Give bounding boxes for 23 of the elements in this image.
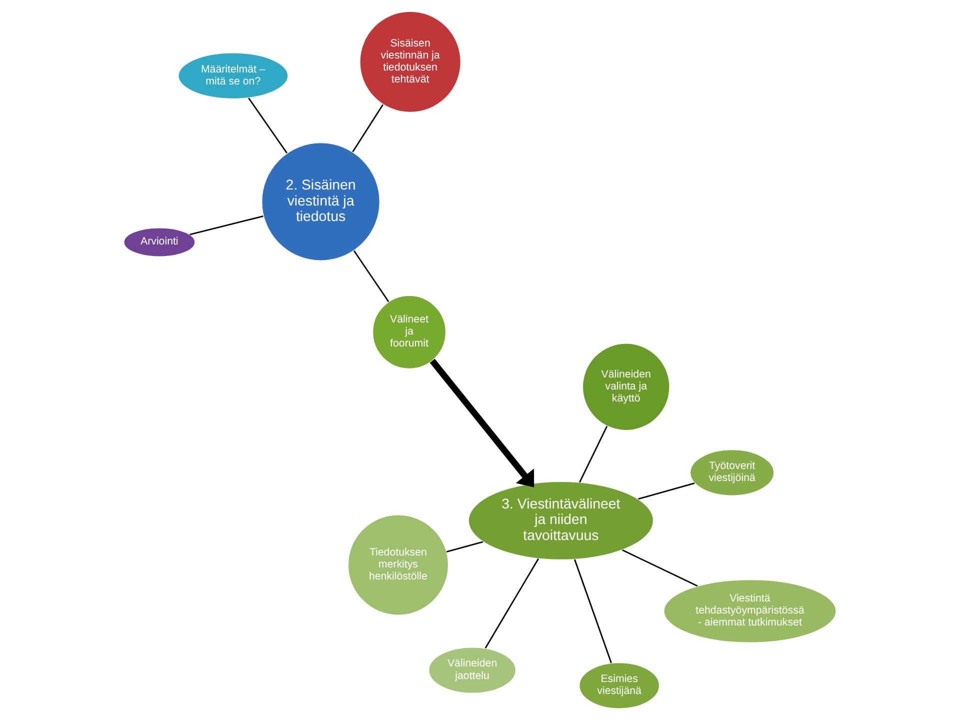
node-ellipse: Työtoverit viestijöinä xyxy=(690,449,775,496)
connector xyxy=(352,104,384,152)
node-circle: Välineiden valinta ja käyttö xyxy=(582,342,670,432)
node-ellipse: Arviointi xyxy=(123,227,196,258)
node-circle: Sisäisen viestinnän ja tiedotuksen tehtävät xyxy=(359,10,462,113)
connector xyxy=(574,559,612,664)
node-ellipse: 3. Viestintävälineet ja niiden tavoittavuus xyxy=(468,480,654,560)
connector xyxy=(248,98,288,154)
connector xyxy=(484,558,540,648)
arrow xyxy=(430,358,534,488)
node-ellipse: Esimies viestijänä xyxy=(578,662,660,710)
node-ellipse: Viestintä tehdastyöympäristössä - aiemmat tutkimukset xyxy=(663,579,837,644)
connector xyxy=(353,250,390,302)
node-circle: 2. Sisäinen viestintä ja tiedotus xyxy=(261,142,380,262)
connector xyxy=(622,549,698,587)
connector xyxy=(190,216,264,236)
node-ellipse: Välineiden jaottelu xyxy=(428,646,516,694)
node-circle: Välineet ja foorumit xyxy=(372,294,446,370)
node-ellipse: Määritelmät – mitä se on? xyxy=(178,52,289,100)
node-circle: Tiedotuksen merkitys henkilöstölle xyxy=(347,514,449,616)
connector xyxy=(446,541,484,552)
connector xyxy=(638,482,695,500)
connector xyxy=(578,426,608,483)
